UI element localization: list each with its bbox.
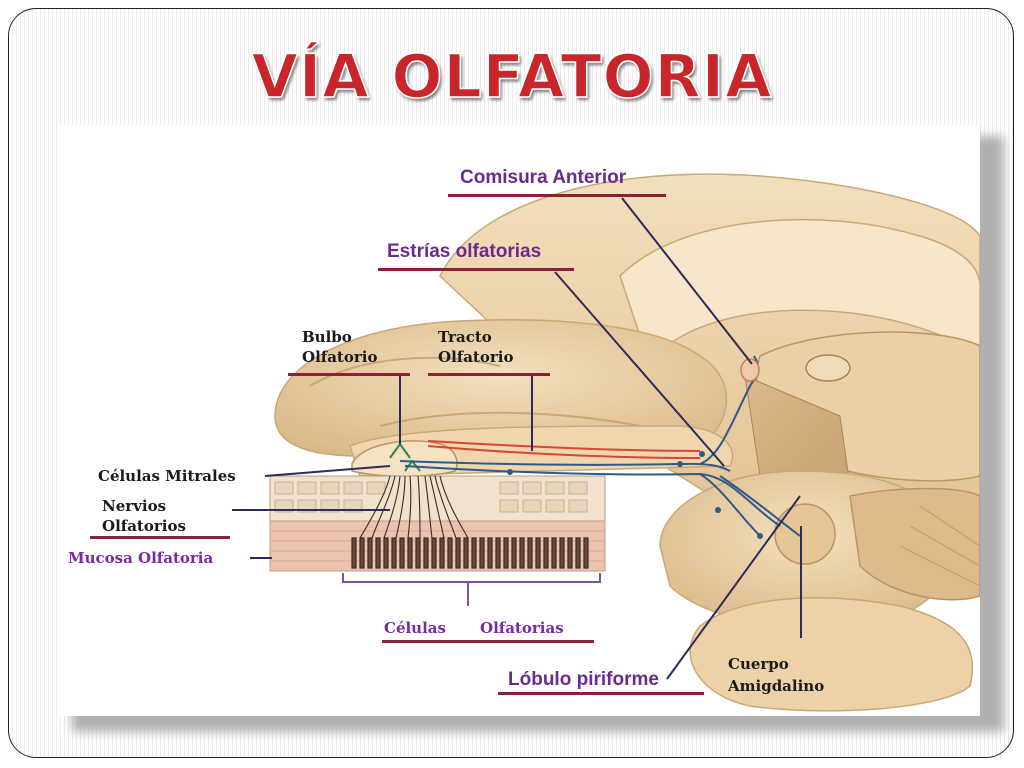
brain-illustration — [232, 173, 980, 712]
tract-fibers-blue — [399, 355, 801, 537]
olfactory-mucosa — [269, 520, 606, 572]
label-bulbo-2: Olfatorio — [302, 348, 378, 366]
olfactory-pathway-figure: Comisura Anterior Estrías olfatorias Bul… — [60, 126, 980, 716]
label-celulas-mitrales: Células Mitrales — [98, 467, 236, 485]
underline-nervios — [90, 536, 230, 539]
underline-lobulo — [498, 692, 704, 695]
label-cuerpo-1: Cuerpo — [728, 655, 789, 673]
receptor-bracket — [342, 573, 601, 606]
corpus-callosum — [619, 218, 980, 368]
temporal-lower-gyrus — [689, 597, 974, 712]
underline-estrias — [378, 268, 574, 271]
label-mucosa-olfatoria: Mucosa Olfatoria — [68, 549, 214, 567]
leader-lines — [232, 197, 802, 680]
frontal-gyrus-fold-2 — [379, 411, 641, 427]
amygdala-shape — [774, 503, 836, 565]
label-tracto-2: Olfatorio — [438, 348, 514, 366]
slide-title: VÍA OLFATORIA — [251, 41, 773, 113]
label-comisura-anterior: Comisura Anterior — [460, 167, 627, 188]
label-celulas-olfatorias-1: Células — [384, 619, 446, 637]
frontal-gyrus-fold — [309, 356, 501, 387]
label-celulas-olfatorias-2: Olfatorias — [480, 619, 564, 637]
receptor-cells — [351, 537, 589, 569]
label-tracto-1: Tracto — [438, 328, 492, 346]
thalamic-nucleus — [805, 354, 851, 382]
brainstem — [849, 487, 980, 601]
label-nervios-1: Nervios — [102, 497, 167, 515]
mucosa-stripes — [270, 530, 605, 562]
tract-fibers-red — [427, 440, 701, 459]
underline-tracto — [428, 373, 550, 376]
label-lobulo-piriforme: Lóbulo piriforme — [508, 669, 659, 690]
label-bulbo-1: Bulbo — [302, 328, 352, 346]
anterior-commissure-shape — [740, 358, 760, 382]
label-nervios-2: Olfatorios — [102, 517, 186, 535]
underline-bulbo — [288, 373, 410, 376]
bone-pattern — [274, 481, 588, 513]
underline-comisura — [448, 194, 666, 197]
label-cuerpo-2: Amigdalino — [728, 677, 825, 695]
fiber-arrowheads — [507, 451, 763, 539]
olfactory-nerve-fibers — [359, 475, 469, 539]
underline-celulas-olfatorias — [382, 640, 594, 643]
label-estrias-olfatorias: Estrías olfatorias — [387, 241, 542, 262]
